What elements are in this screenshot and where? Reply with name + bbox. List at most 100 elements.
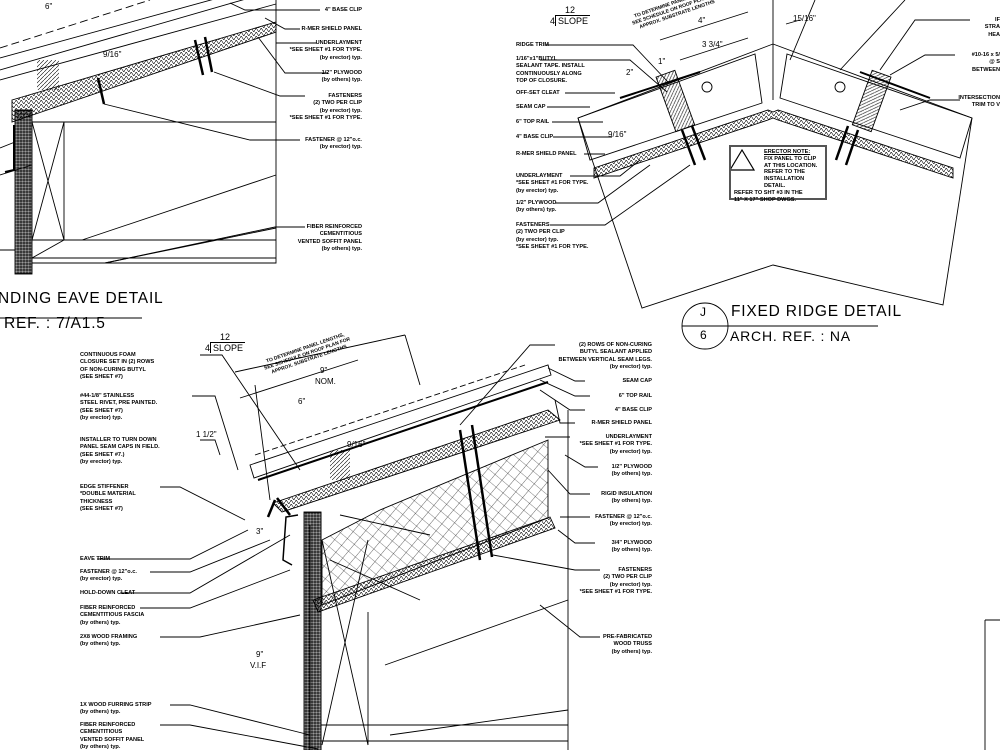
callout-label-line: (by erector) typ. <box>609 581 652 588</box>
callout-label-line: (SEE SHEET #7.) <box>80 451 125 458</box>
callout-label: 1X WOOD FURRING STRIP(by others) typ. <box>80 702 151 717</box>
callout-label-line: WOOD TRUSS <box>613 641 652 648</box>
callout-label-line: HOLD-DOWN CLEAT <box>80 590 136 596</box>
callout-label: 2X8 WOOD FRAMING(by others) typ. <box>80 634 137 649</box>
callout-label-line: (by erector) typ. <box>319 144 362 151</box>
callout-label-line: (by others) typ. <box>611 498 652 505</box>
callout-label-line: CEMENTITIOUS FASCIA <box>80 612 145 619</box>
callout-label-line: (by erector) typ. <box>609 364 652 371</box>
callout-label-line: 1/16"x1"BUTYL <box>516 56 558 62</box>
dimension-9-16in: 9/16" <box>347 440 366 449</box>
callout-label-line: (2) TWO PER CLIP <box>313 100 362 107</box>
callout-label: 4" BASE CLIP <box>516 134 553 141</box>
dimension-1in: 1" <box>658 57 666 66</box>
callout-label: UNDERLAYMENT*SEE SHEET #1 FOR TYPE.(by e… <box>580 434 652 456</box>
callout-label-line: SEAM CAP <box>622 378 652 384</box>
callout-label-line: #10-16 x 5/ <box>971 52 1000 58</box>
callout-label-line: (by erector) typ. <box>80 415 123 422</box>
callout-label: 1/2" PLYWOOD(by others) typ. <box>612 464 652 479</box>
callout-label-line: HEA <box>988 31 1000 38</box>
callout-label-line: *SEE SHEET #1 FOR TYPE. <box>289 47 362 54</box>
callout-label-line: RIDGE TRIM <box>516 42 549 48</box>
ridge-detail <box>540 0 973 350</box>
callout-label-line: UNDERLAYMENT <box>516 173 563 179</box>
dimension-6in: 6" <box>298 397 306 406</box>
callout-label: 1/2" PLYWOOD(by others) typ. <box>516 200 556 215</box>
dimension-3-3-4in: 3 3/4" <box>702 40 723 49</box>
callout-label-line: (by others) typ. <box>80 709 121 716</box>
callout-label-line: FASTENER @ 12"o.c. <box>305 137 362 143</box>
eave-detail-top <box>0 0 328 319</box>
callout-label-line: 4" BASE CLIP <box>324 7 362 13</box>
callout-label-line: (by erector) typ. <box>609 521 652 528</box>
dimension-1-1-2in: 1 1/2" <box>196 430 217 439</box>
callout-label-line: *SEE SHEET #1 FOR TYPE. <box>579 441 652 448</box>
callout-label: SEAM CAP <box>622 378 652 385</box>
detail-title-eave-top: NDING EAVE DETAIL <box>0 290 164 307</box>
callout-label-line: SEALANT TAPE. INSTALL <box>516 63 585 70</box>
callout-label: OFF-SET CLEAT <box>516 90 560 97</box>
callout-label-line: PRE-FABRICATED <box>603 634 652 640</box>
callout-label-line: (by erector) typ. <box>319 54 362 61</box>
callout-label-line: CEMENTITIOUS <box>80 729 123 736</box>
callout-label-line: (by erector) typ. <box>609 448 652 455</box>
callout-label-line: FASTENERS <box>516 222 550 228</box>
callout-label-line: FIBER REINFORCED <box>306 224 362 230</box>
dimension-vif: V.I.F <box>250 661 267 670</box>
callout-label: R-MER SHIELD PANEL <box>592 420 653 427</box>
callout-label-line: STEEL RIVET, PRE PAINTED. <box>80 400 158 407</box>
callout-label-line: R-MER SHIELD PANEL <box>516 151 577 157</box>
callout-label: 4" BASE CLIP <box>325 7 362 14</box>
callout-label: EAVE TRIM <box>80 556 110 563</box>
callout-label: 3/4" PLYWOOD(by others) typ. <box>612 540 652 555</box>
callout-label: 6" TOP RAIL <box>619 393 652 400</box>
callout-label-line: 1/2" PLYWOOD <box>516 200 557 206</box>
callout-label-line: (by others) typ. <box>611 547 652 554</box>
detail-ref-ridge: ARCH. REF. : NA <box>730 328 851 344</box>
callout-label-line: 6" TOP RAIL <box>516 119 550 125</box>
callout-label-line: FIBER REINFORCED <box>80 605 136 611</box>
callout-label-line: (2) TWO PER CLIP <box>516 229 565 236</box>
callout-label-line: FASTENERS <box>618 567 652 573</box>
callout-label-line: VENTED SOFFIT PANEL <box>297 238 362 245</box>
callout-label-line: OFF-SET CLEAT <box>516 90 560 96</box>
dimension-9-16in: 9/16" <box>608 130 627 139</box>
callout-label-line: (SEE SHEET #7) <box>80 374 123 381</box>
dimension-3in: 3" <box>256 527 264 536</box>
callout-label-line: BUTYL SEALANT APPLIED <box>579 349 652 356</box>
callout-label: UNDERLAYMENT*SEE SHEET #1 FOR TYPE.(by e… <box>516 173 588 195</box>
callout-letter: J <box>700 305 707 319</box>
callout-label-line: CONTINUOUSLY ALONG <box>516 70 582 77</box>
callout-label-line: (by others) typ. <box>80 744 121 750</box>
callout-label: UNDERLAYMENT*SEE SHEET #1 FOR TYPE.(by e… <box>290 40 362 62</box>
callout-label-line: (by others) typ. <box>611 648 652 655</box>
callout-label-line: FIBER REINFORCED <box>80 722 136 728</box>
callout-label-line: FASTENER @ 12"o.c. <box>80 569 137 575</box>
callout-label: 1/2" PLYWOOD(by others) typ. <box>322 70 362 85</box>
callout-label-line: (by erector) typ. <box>80 576 123 583</box>
callout-label-line: 3/4" PLYWOOD <box>611 540 652 546</box>
callout-label-line: (2) TWO PER CLIP <box>603 574 652 581</box>
callout-label: 6" TOP RAIL <box>516 119 549 126</box>
callout-label-line: CLOSURE SET IN (2) ROWS <box>80 359 155 366</box>
callout-label-line: EDGE STIFFENER <box>80 484 129 490</box>
callout-label: FASTENER @ 12"o.c.(by erector) typ. <box>80 569 137 584</box>
callout-label-line: (by others) typ. <box>321 246 362 253</box>
callout-label-line: 1/2" PLYWOOD <box>321 70 362 76</box>
callout-label-line: CONTINUOUS FOAM <box>80 352 136 358</box>
callout-label-line: RIGID INSULATION <box>601 491 652 497</box>
callout-label: RIDGE TRIM <box>516 42 549 49</box>
callout-label-line: 4" BASE CLIP <box>516 134 554 140</box>
erector-note: ERECTOR NOTE: FIX PANEL TO CLIP AT THIS … <box>729 145 827 203</box>
eave-detail-bottom <box>97 334 1000 750</box>
